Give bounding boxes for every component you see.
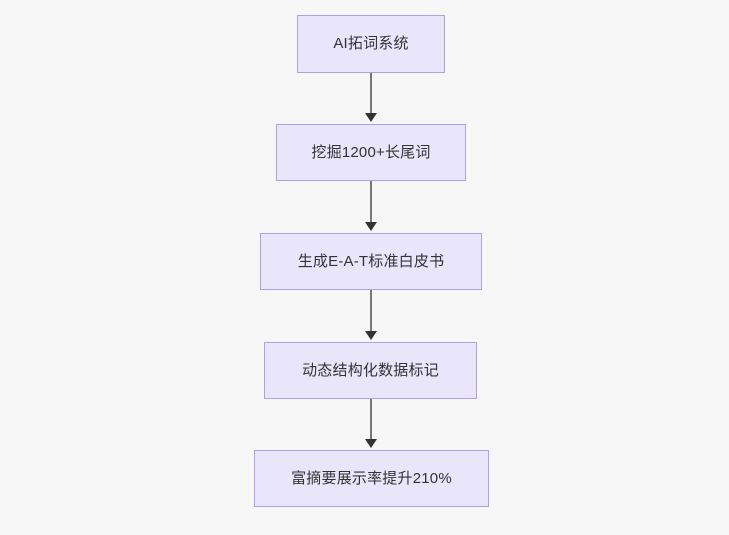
flow-node-n5[interactable]: 富摘要展示率提升210%: [254, 450, 489, 507]
flow-node-n1[interactable]: AI拓词系统: [297, 15, 445, 73]
flow-node-label: 生成E-A-T标准白皮书: [297, 252, 445, 270]
flow-edge-n2-n3: [370, 181, 372, 223]
flow-edge-arrowhead-n2-n3: [365, 222, 377, 231]
flow-node-label: AI拓词系统: [333, 35, 409, 52]
flow-node-label: 挖掘1200+长尾词: [311, 143, 431, 161]
flow-edge-n1-n2: [370, 73, 372, 114]
flow-node-label: 动态结构化数据标记: [302, 361, 439, 379]
flow-edge-arrowhead-n3-n4: [365, 331, 377, 340]
flow-edge-arrowhead-n4-n5: [365, 439, 377, 448]
flow-edge-n3-n4: [370, 290, 372, 332]
flow-node-n4[interactable]: 动态结构化数据标记: [264, 342, 477, 399]
flow-node-n2[interactable]: 挖掘1200+长尾词: [276, 124, 466, 181]
flow-edge-n4-n5: [370, 399, 372, 440]
flow-edge-arrowhead-n1-n2: [365, 113, 377, 122]
flow-node-label: 富摘要展示率提升210%: [291, 469, 452, 487]
flow-node-n3[interactable]: 生成E-A-T标准白皮书: [260, 233, 482, 290]
